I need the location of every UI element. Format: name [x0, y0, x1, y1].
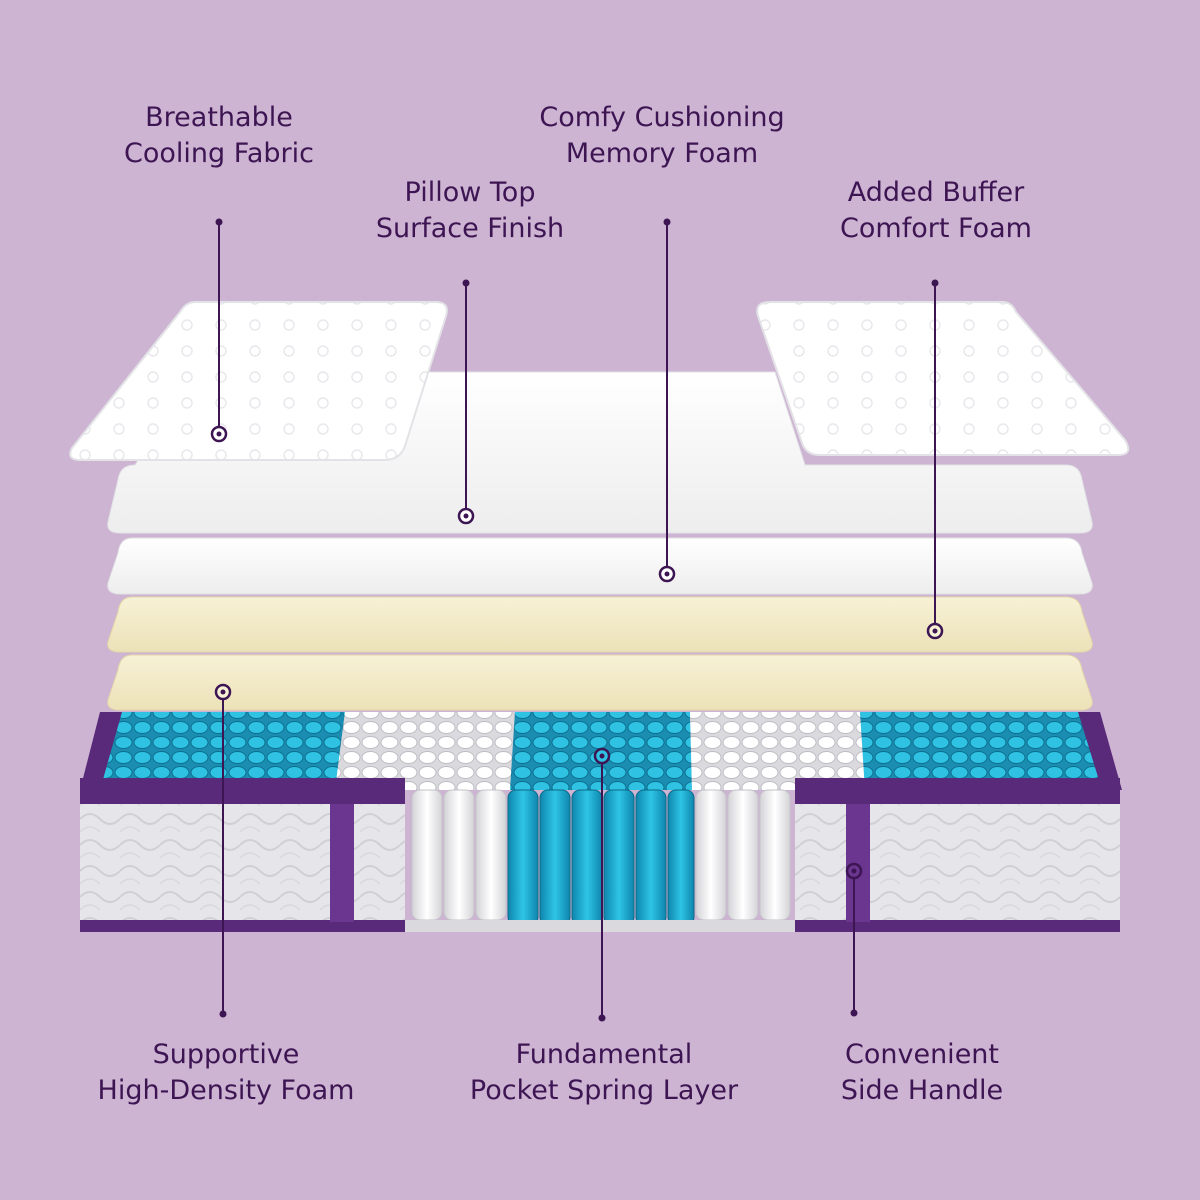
- label-line: Added Buffer: [847, 177, 1025, 208]
- leader-endpoints: [215, 218, 939, 1022]
- label-line: Pillow Top: [404, 177, 536, 208]
- leader-markers: [210, 425, 944, 880]
- side-handle-left: [330, 804, 354, 922]
- coil-columns: [411, 789, 791, 926]
- cooling-fabric-panels: [69, 301, 1130, 461]
- mattress-border: [80, 712, 1122, 932]
- label-line: Cooling Fabric: [124, 138, 314, 169]
- label-breathable-cooling-fabric: Breathable Cooling Fabric: [124, 100, 314, 172]
- label-line: Comfort Foam: [840, 213, 1032, 244]
- label-convenient-side-handle: Convenient Side Handle: [841, 1037, 1003, 1109]
- cooling-fabric-left: [69, 301, 448, 461]
- label-line: Comfy Cushioning: [539, 102, 785, 133]
- label-fundamental-pocket-spring-layer: Fundamental Pocket Spring Layer: [470, 1037, 738, 1109]
- label-pillow-top-surface-finish: Pillow Top Surface Finish: [376, 175, 564, 247]
- label-line: Supportive: [152, 1039, 300, 1070]
- layer-buffer-comfort-foam: [107, 596, 1093, 653]
- spring-core-top-white-left: [335, 712, 515, 790]
- layer-memory-foam: [107, 537, 1093, 595]
- label-line: Pocket Spring Layer: [469, 1075, 739, 1106]
- spring-core: [95, 712, 1105, 932]
- label-line: Surface Finish: [375, 213, 565, 244]
- label-line: Breathable: [145, 102, 293, 133]
- layer-high-density-foam: [107, 654, 1093, 711]
- label-comfy-cushioning-memory-foam: Comfy Cushioning Memory Foam: [539, 100, 784, 172]
- spring-core-top-teal-left: [95, 712, 345, 790]
- side-handle-right: [846, 804, 870, 922]
- label-added-buffer-comfort-foam: Added Buffer Comfort Foam: [840, 175, 1032, 247]
- label-supportive-high-density-foam: Supportive High-Density Foam: [98, 1037, 355, 1109]
- spring-core-top-teal-right: [860, 712, 1105, 790]
- label-line: Memory Foam: [565, 138, 759, 169]
- spring-core-base: [405, 920, 795, 932]
- spring-core-top-white-right: [690, 712, 865, 790]
- leader-lines: [218, 222, 936, 1018]
- label-line: Side Handle: [840, 1075, 1004, 1106]
- cooling-fabric-right: [756, 301, 1130, 456]
- side-panel-left: [80, 804, 405, 924]
- side-panel-right: [795, 804, 1120, 924]
- label-line: High-Density Foam: [97, 1075, 355, 1106]
- label-line: Convenient: [845, 1039, 999, 1070]
- label-line: Fundamental: [515, 1039, 693, 1070]
